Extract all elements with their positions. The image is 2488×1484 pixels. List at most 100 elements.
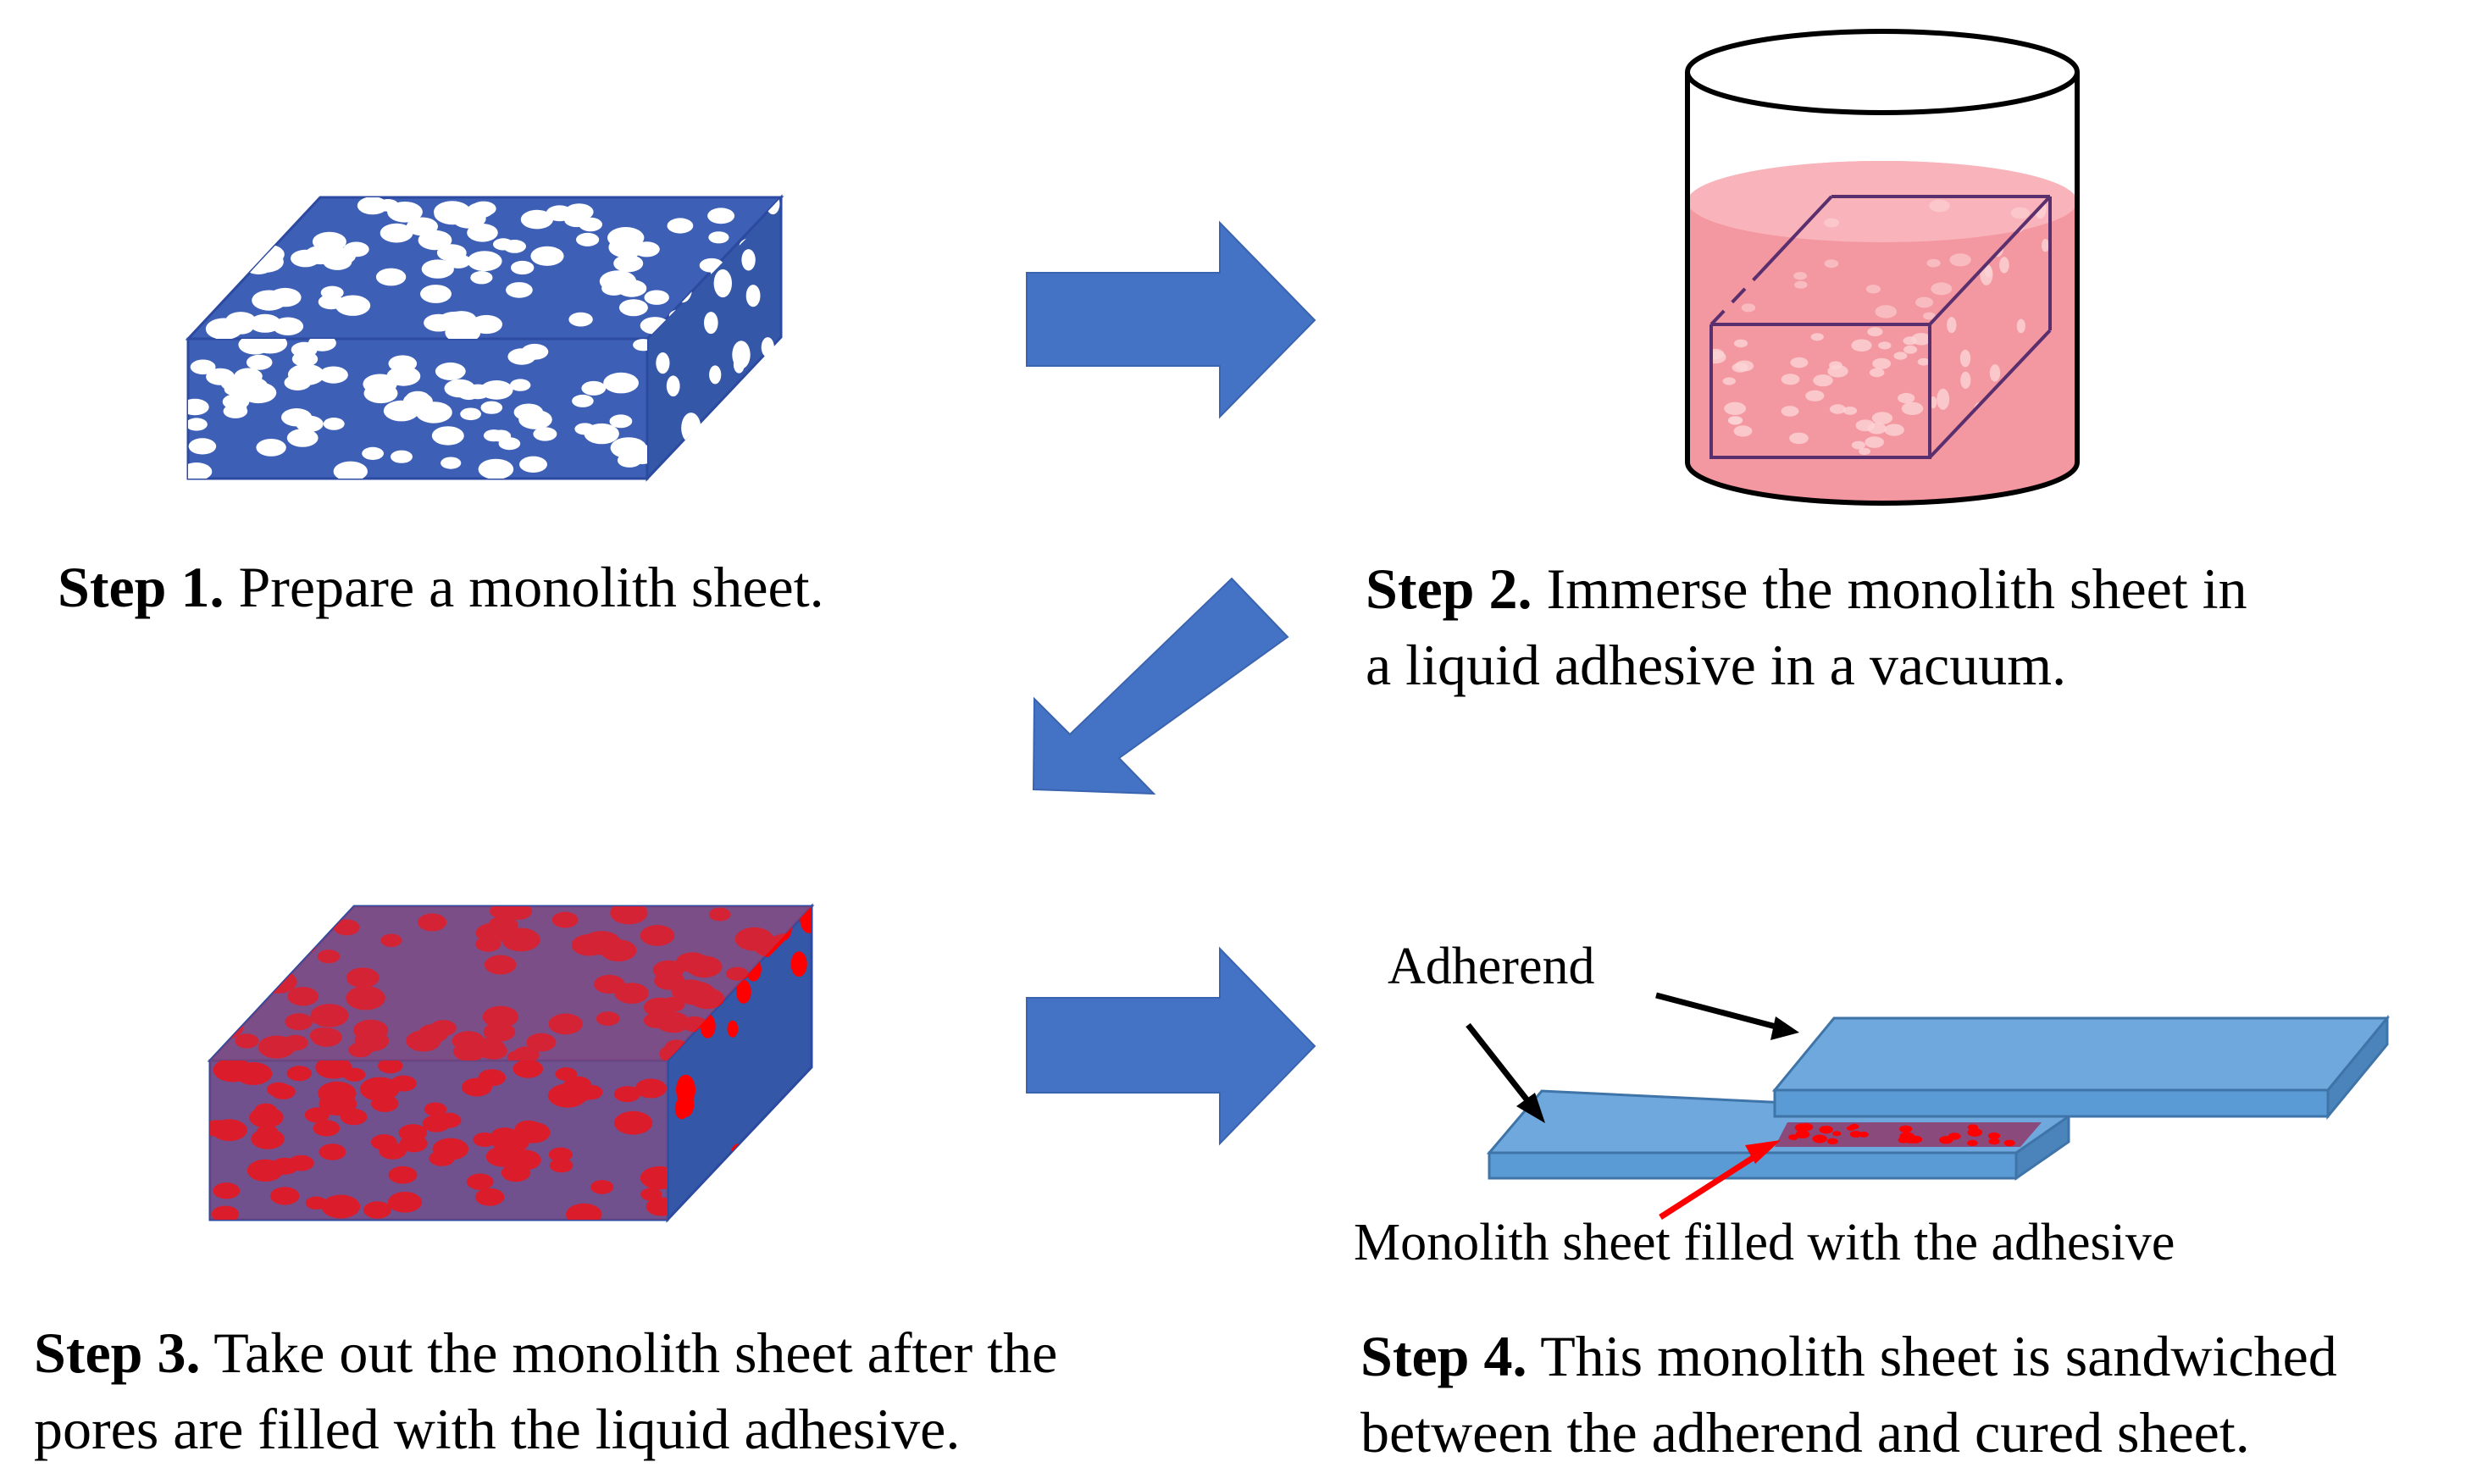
pore-dot: [249, 1106, 284, 1128]
pore-dot: [211, 243, 240, 260]
pore-dot: [363, 383, 398, 404]
pore-dot: [761, 1201, 778, 1220]
step1-caption: Step 1. Prepare a monolith sheet.: [58, 549, 824, 625]
pore-dot: [1859, 1132, 1869, 1138]
pore-dot: [1855, 419, 1876, 432]
pore-dot: [421, 259, 454, 279]
pore-dot: [1937, 388, 1950, 410]
arrow-step2-to-step3: [1032, 577, 1289, 795]
pore-dot: [757, 1136, 777, 1166]
pore-dot: [238, 377, 268, 395]
pore-dot: [1812, 1134, 1827, 1143]
pore-dot: [727, 1020, 739, 1038]
pore-dot: [467, 202, 494, 219]
pore-dot: [581, 380, 607, 396]
step3-caption: Step 3. Take out the monolith sheet afte…: [34, 1315, 1057, 1467]
pore-dot: [1849, 1131, 1862, 1138]
step2-line2: a liquid adhesive in a vacuum.: [1366, 633, 2067, 697]
pore-dot: [1722, 377, 1736, 385]
pore-dot: [420, 285, 452, 303]
pore-dot: [599, 270, 637, 292]
pore-dot: [1967, 1139, 1978, 1146]
pore-dot: [480, 401, 503, 414]
pore-dot: [576, 232, 600, 246]
pore-dot: [736, 980, 751, 1004]
pore-dot: [646, 1197, 668, 1216]
lap-joint-assembly: [1466, 992, 2391, 1220]
pore-dot: [610, 437, 647, 459]
pore-dot: [215, 953, 240, 968]
pore-dot: [1898, 392, 1915, 404]
pore-dot: [761, 337, 774, 357]
pore-dot: [1781, 406, 1799, 417]
pore-dot: [507, 1149, 541, 1171]
pore-dot: [225, 401, 247, 414]
pore-dot: [188, 296, 214, 313]
pore-dot: [745, 462, 758, 479]
pore-dot: [478, 1069, 507, 1087]
pore-dot: [470, 271, 493, 285]
pore-dot: [483, 429, 504, 442]
step1-line1: Prepare a monolith sheet.: [238, 555, 824, 619]
pore-dot: [270, 1157, 299, 1175]
pore-dot: [250, 244, 285, 265]
pore-dot: [475, 1188, 505, 1206]
pore-dot: [1829, 361, 1842, 370]
pore-dot: [1947, 317, 1957, 334]
pore-dot: [2003, 1139, 2015, 1147]
pore-dot: [333, 461, 368, 479]
pore-dot: [244, 906, 276, 921]
pore-cluster: [188, 339, 647, 479]
step4-caption: Step 4. This monolith sheet is sandwiche…: [1360, 1318, 2337, 1470]
pore-dot: [751, 451, 767, 473]
pore-dot: [1875, 305, 1898, 318]
pore-dot: [231, 203, 256, 218]
pore-dot: [633, 339, 647, 352]
pore-cluster: [1711, 327, 1930, 456]
pore-cluster: [210, 1060, 668, 1220]
pore-dot: [510, 379, 531, 391]
pore-dot: [707, 208, 735, 224]
pore-dot: [1711, 351, 1726, 364]
pore-dot: [634, 1078, 668, 1099]
pore-dot: [613, 254, 644, 273]
upper-adherend-top: [1771, 1016, 2391, 1092]
pore-dot: [1999, 257, 2009, 274]
pore-dot: [188, 418, 208, 431]
pore-dot: [1869, 368, 1885, 378]
pore-dot: [618, 299, 648, 317]
pore-dot: [1741, 303, 1756, 313]
pore-dot: [266, 1082, 291, 1097]
pore-dot: [1939, 1136, 1953, 1144]
pore-dot: [1989, 364, 2001, 382]
pore-dot: [520, 209, 554, 230]
pore-dot: [1908, 1135, 1921, 1143]
beaker-rim: [1685, 29, 2080, 115]
pore-dot: [667, 218, 694, 234]
pore-dot: [319, 1092, 357, 1116]
pore-dot: [188, 241, 214, 260]
pore-dot: [362, 446, 384, 461]
pore-dot: [399, 1135, 428, 1153]
pore-dot: [315, 1060, 352, 1079]
pore-dot: [434, 201, 471, 223]
pore-dot: [533, 427, 557, 441]
pore-dot: [1735, 360, 1754, 372]
pore-dot: [1794, 280, 1808, 289]
pore-dot: [1926, 258, 1941, 268]
pore-dot: [304, 1107, 330, 1123]
pore-dot: [213, 1182, 241, 1199]
pore-dot: [377, 199, 399, 212]
pore-dot: [478, 458, 514, 479]
pore-dot: [286, 1066, 313, 1082]
pore-dot: [422, 1115, 451, 1132]
pore-dot: [1884, 424, 1904, 436]
beaker-body: [1685, 72, 2080, 506]
pore-dot: [1859, 447, 1871, 456]
pore-dot: [521, 343, 549, 360]
pore-dot: [1781, 374, 1800, 385]
pore-dot: [1923, 312, 1936, 320]
pore-dot: [391, 450, 413, 463]
pore-dot: [390, 1075, 417, 1092]
pore-dot: [1724, 401, 1746, 415]
